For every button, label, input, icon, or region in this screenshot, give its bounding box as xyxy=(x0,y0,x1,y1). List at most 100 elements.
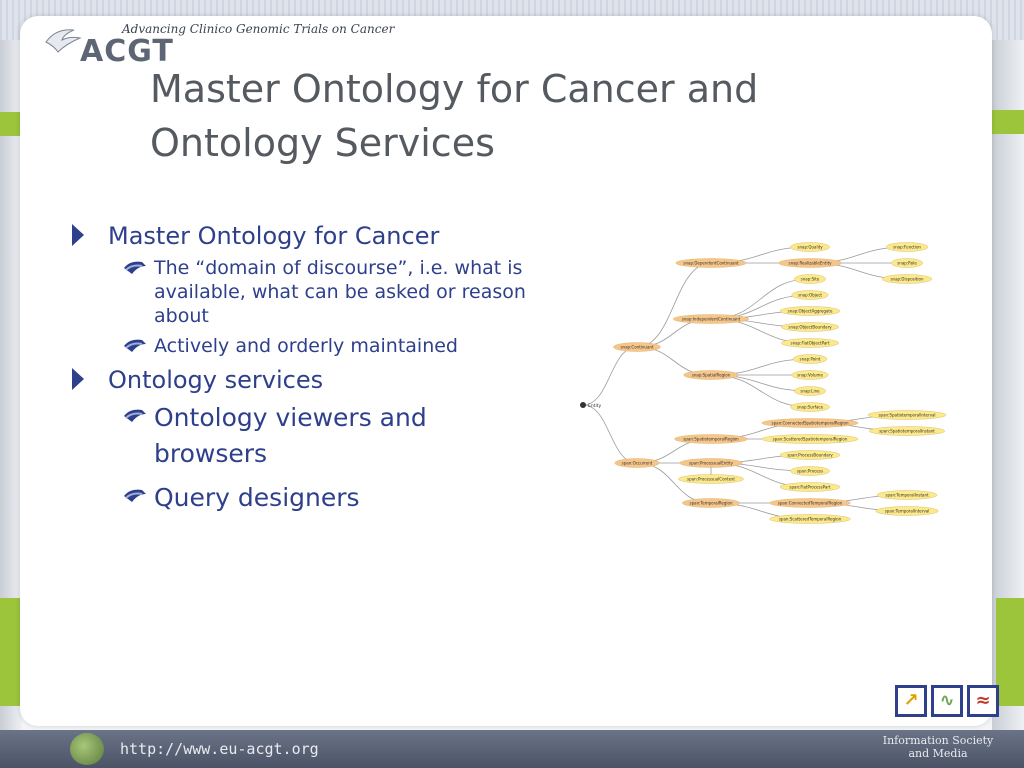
graph-node-label: snap:Disposition xyxy=(890,277,924,282)
graph-node xyxy=(790,242,830,252)
graph-node xyxy=(794,274,826,284)
sub-bullet-icon xyxy=(124,339,146,352)
ism-logo: ↗∿≈ xyxy=(895,685,1003,717)
graph-node xyxy=(769,498,851,508)
graph-node xyxy=(761,434,859,444)
graph-node xyxy=(682,498,740,508)
ism-wave-icon: ∿ xyxy=(931,685,963,717)
ontology-graph: snap:Continuantspan:Occurrentsnap:Depend… xyxy=(580,242,947,524)
graph-node xyxy=(794,386,826,396)
graph-node xyxy=(869,426,946,436)
graph-node xyxy=(769,514,851,524)
slide-paper xyxy=(20,16,992,726)
bullet-list: Master Ontology for Cancer The “domain o… xyxy=(72,220,542,524)
graph-node xyxy=(791,370,829,380)
graph-node-label: snap:Quality xyxy=(797,245,823,250)
graph-node xyxy=(779,450,841,460)
graph-node xyxy=(779,306,841,316)
graph-node xyxy=(761,418,859,428)
graph-node-label: span:TemporalRegion xyxy=(690,501,733,506)
graph-node xyxy=(790,402,830,412)
bullet-ontology-services: Ontology services xyxy=(72,364,542,396)
left-border xyxy=(0,40,22,730)
graph-node-label: span:Process xyxy=(797,469,823,474)
graph-node xyxy=(891,258,923,268)
sub-bullet-text: The “domain of discourse”, i.e. what is … xyxy=(154,257,526,327)
bullet-master-ontology: Master Ontology for Cancer xyxy=(72,220,542,252)
sub-bullet-list: The “domain of discourse”, i.e. what is … xyxy=(118,256,542,358)
graph-node xyxy=(675,258,747,268)
graph-node xyxy=(792,354,828,364)
acgt-wing-logo-icon xyxy=(45,29,82,53)
graph-node xyxy=(791,290,829,300)
bullet-text: Master Ontology for Cancer xyxy=(108,222,440,250)
graph-node xyxy=(672,314,749,324)
sub-bullet-maintained: Actively and orderly maintained xyxy=(118,334,542,358)
graph-edge xyxy=(636,262,712,348)
ism-arrow-icon: ↗ xyxy=(895,685,927,717)
globe-icon xyxy=(70,733,104,765)
graph-node-label: Entity xyxy=(588,403,601,409)
ism-lines-icon: ≈ xyxy=(967,685,999,717)
graph-node-label: span:ProcessualEntity xyxy=(689,461,734,466)
graph-node-label: span:ProcessBoundary xyxy=(787,453,833,458)
graph-node-root xyxy=(580,402,586,408)
ism-caption-line2: and Media xyxy=(908,747,968,760)
graph-node-label: snap:Function xyxy=(893,245,921,250)
graph-node xyxy=(614,458,660,468)
graph-node-label: snap:DependentContinuant xyxy=(683,261,739,266)
sub-bullet-icon xyxy=(124,261,146,274)
graph-node xyxy=(778,258,842,268)
graph-node xyxy=(867,410,947,420)
sub-bullet-query: Query designers xyxy=(118,480,542,516)
sub-bullet-viewers: Ontology viewers and browsers xyxy=(118,400,542,472)
sub-bullet-text: Ontology viewers and browsers xyxy=(154,403,427,468)
graph-node xyxy=(613,342,661,352)
graph-node-label: span:TemporalInterval xyxy=(885,509,930,514)
graph-node-label: span:ScatteredTemporalRegion xyxy=(779,517,842,522)
graph-node-label: snap:Volume xyxy=(797,373,823,378)
ism-caption-line1: Information Society xyxy=(882,734,994,747)
graph-edge xyxy=(582,346,638,406)
slide-title: Master Ontology for Cancer and Ontology … xyxy=(150,67,759,165)
sub-bullet-icon xyxy=(124,489,146,502)
footer-url: http://www.eu-acgt.org xyxy=(120,740,319,758)
sub-bullet-text: Query designers xyxy=(154,483,360,512)
graph-node-label: snap:Point xyxy=(800,357,821,362)
sub-bullet-text: Actively and orderly maintained xyxy=(154,335,458,357)
header-tagline: Advancing Clinico Genomic Trials on Canc… xyxy=(122,22,395,36)
graph-node xyxy=(674,434,748,444)
graph-node-label: snap:Role xyxy=(897,261,917,266)
graph-node-label: snap:ObjectBoundary xyxy=(788,325,832,330)
graph-node xyxy=(683,370,739,380)
graph-node-label: span:ConnectedSpatiotemporalRegion xyxy=(772,421,849,426)
graph-edge xyxy=(582,404,638,464)
graph-node-label: span:FiatProcessPart xyxy=(789,485,831,490)
bullet-text: Ontology services xyxy=(108,366,324,394)
graph-node xyxy=(882,274,933,284)
graph-node xyxy=(779,482,841,492)
graph-node-label: snap:Site xyxy=(801,277,820,282)
graph-node-label: span:SpatiotemporalInstant xyxy=(879,429,935,434)
graph-node-label: span:ScatteredSpatiotemporalRegion xyxy=(773,437,848,442)
sub-bullet-list: Ontology viewers and browsers Query desi… xyxy=(118,400,542,516)
bullet-arrow-icon xyxy=(72,224,84,246)
graph-node-label: snap:Continuant xyxy=(620,345,653,350)
graph-node xyxy=(885,242,929,252)
graph-node-label: snap:Object xyxy=(798,293,822,298)
graph-node-label: span:TemporalInstant xyxy=(885,493,929,498)
graph-node-label: span:SpatiotemporalInterval xyxy=(878,413,935,418)
ism-caption: Information Society and Media xyxy=(878,734,998,760)
graph-node-label: snap:Surface xyxy=(797,405,824,410)
graph-node xyxy=(679,458,743,468)
graph-node-label: snap:SpatialRegion xyxy=(692,373,731,378)
graph-node-label: snap:FiatObjectPart xyxy=(790,341,829,346)
bullet-arrow-icon xyxy=(72,368,84,390)
green-tab-left-bottom xyxy=(0,598,22,706)
graph-node-label: snap:ObjectAggregate xyxy=(788,309,833,314)
graph-node xyxy=(875,506,939,516)
footer-bar xyxy=(0,730,1024,768)
sub-bullet-icon xyxy=(124,409,146,422)
graph-node xyxy=(781,322,839,332)
